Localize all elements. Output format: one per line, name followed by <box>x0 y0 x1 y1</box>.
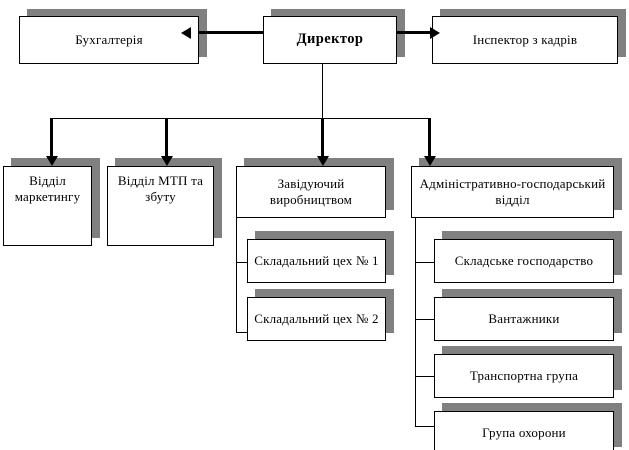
arrowhead-admin-dept <box>423 156 436 166</box>
node-director[interactable]: Директор <box>263 16 397 64</box>
connector-production-trunk <box>236 211 237 333</box>
connector-director-accounting <box>190 31 264 34</box>
node-label-admin-economic-dept: Адміністративно-господарський відділ <box>419 176 606 207</box>
connector-drop-admin <box>428 118 431 160</box>
connector-director-stem <box>322 57 323 119</box>
node-label-transport-group: Транспортна група <box>469 368 579 384</box>
connector-stub-assembly-2 <box>236 332 257 333</box>
arrowhead-production-manager <box>316 156 329 166</box>
arrowhead-mtp-sales <box>160 156 173 166</box>
connector-stub-warehouse <box>415 262 444 263</box>
node-label-accounting: Бухгалтерія <box>75 32 143 48</box>
node-hr-inspector[interactable]: Інспектор з кадрів <box>432 16 618 64</box>
node-label-mtp-sales-dept: Відділ МТП та збуту <box>117 173 204 204</box>
node-warehouse[interactable]: Складське господарство <box>434 239 614 283</box>
node-label-assembly-shop-1: Складальний цех № 1 <box>254 253 379 269</box>
node-admin-economic-dept[interactable]: Адміністративно-господарський відділ <box>411 166 614 218</box>
node-marketing-dept[interactable]: Відділ маркетингу <box>3 166 92 246</box>
connector-stub-assembly-1 <box>236 262 257 263</box>
node-label-director: Директор <box>296 31 364 48</box>
connector-director-hr <box>397 31 433 34</box>
node-production-manager[interactable]: Завідуючий виробництвом <box>236 166 386 218</box>
arrowhead-marketing <box>45 156 58 166</box>
connector-stub-transport <box>415 376 444 377</box>
arrowhead-hr-inspector <box>430 26 440 39</box>
node-label-warehouse: Складське господарство <box>454 253 594 269</box>
node-label-production-manager: Завідуючий виробництвом <box>269 176 353 207</box>
node-security-group[interactable]: Група охорони <box>434 411 614 450</box>
node-label-assembly-shop-2: Складальний цех № 2 <box>254 311 379 327</box>
connector-level2-bus <box>51 118 429 119</box>
connector-admin-trunk <box>415 211 416 426</box>
connector-drop-marketing <box>50 118 53 160</box>
connector-drop-production <box>321 118 324 160</box>
node-assembly-shop-2[interactable]: Складальний цех № 2 <box>247 297 386 341</box>
node-label-hr-inspector: Інспектор з кадрів <box>472 32 578 48</box>
connector-drop-mtp-sales <box>165 118 168 160</box>
node-assembly-shop-1[interactable]: Складальний цех № 1 <box>247 239 386 283</box>
node-transport-group[interactable]: Транспортна група <box>434 354 614 398</box>
node-label-loaders: Вантажники <box>488 311 560 327</box>
node-label-security-group: Група охорони <box>482 425 566 441</box>
arrowhead-accounting <box>181 26 191 39</box>
connector-stub-security <box>415 426 444 427</box>
node-accounting[interactable]: Бухгалтерія <box>19 16 199 64</box>
node-mtp-sales-dept[interactable]: Відділ МТП та збуту <box>107 166 214 246</box>
connector-stub-loaders <box>415 319 444 320</box>
node-label-marketing-dept: Відділ маркетингу <box>14 173 81 204</box>
node-loaders[interactable]: Вантажники <box>434 297 614 341</box>
